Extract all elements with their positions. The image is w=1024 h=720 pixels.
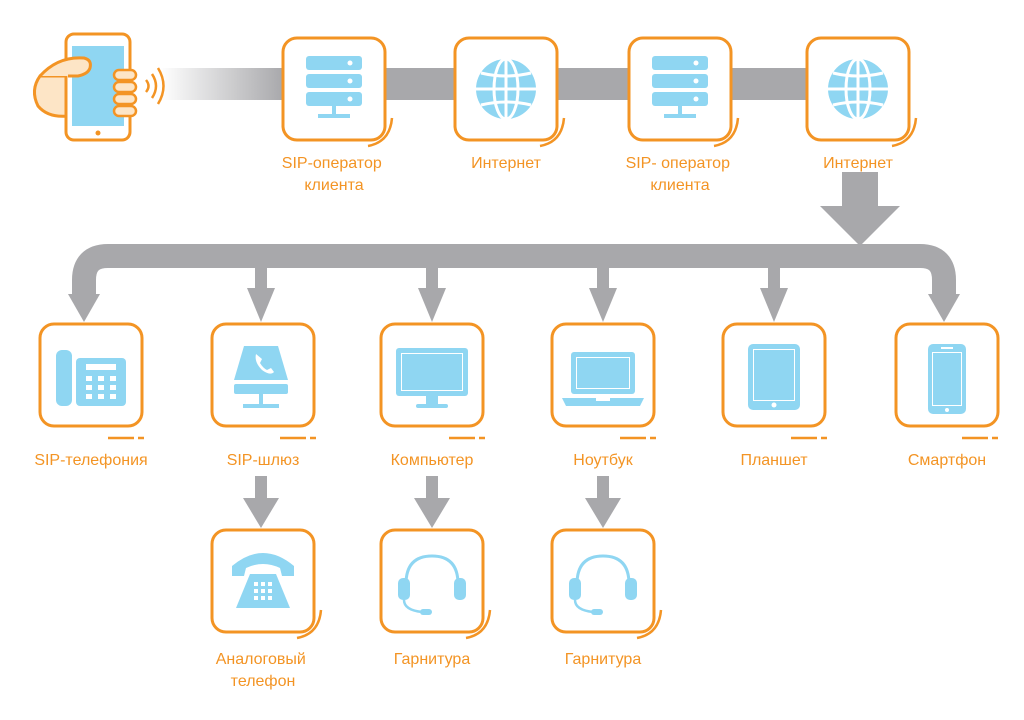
node-internet-2: Интернет [805, 36, 918, 172]
down-arrow [414, 476, 450, 528]
sub-device-label: Гарнитура [394, 651, 471, 668]
server-icon [652, 56, 708, 118]
down-arrow [585, 476, 621, 528]
main-down-arrow [820, 172, 900, 246]
distribution-bar [72, 244, 956, 298]
node-sip-operator-1: SIP-оператор клиента [281, 36, 394, 194]
sub-device-headset-1: Гарнитура [379, 528, 492, 668]
node-frame [550, 528, 656, 634]
device-label: Планшет [740, 452, 808, 469]
device-sip-gateway: SIP-шлюз [210, 322, 316, 469]
headset-icon [569, 554, 637, 615]
device-laptop: Ноутбук [550, 322, 656, 469]
globe-icon [476, 57, 536, 121]
headset-icon [398, 554, 466, 615]
sub-device-headset-2: Гарнитура [550, 528, 663, 668]
node-frame [281, 36, 387, 142]
node-internet-1: Интернет [453, 36, 566, 172]
hand-phone-icon [33, 32, 165, 142]
globe-icon [828, 57, 888, 121]
corner-accent [891, 117, 918, 148]
connector-bar [556, 68, 630, 100]
monitor-icon [396, 348, 468, 408]
sub-device-label: Аналоговый телефон [216, 651, 311, 690]
node-label: Интернет [823, 155, 893, 172]
corner-accent [367, 117, 394, 148]
server-icon [306, 56, 362, 118]
desk-phone-icon [56, 350, 126, 406]
down-arrow [247, 268, 275, 322]
laptop-icon [562, 352, 644, 406]
device-label: SIP-шлюз [227, 452, 300, 469]
down-arrow [760, 268, 788, 322]
node-label: SIP-оператор клиента [282, 155, 386, 194]
corner-accent [636, 609, 663, 640]
down-arrow [243, 476, 279, 528]
node-label: SIP- оператор клиента [626, 155, 735, 194]
corner-accent [713, 117, 740, 148]
sub-arrows [243, 476, 621, 528]
device-label: SIP-телефония [34, 452, 147, 469]
top-chain-connectors [160, 68, 808, 100]
down-arrow [418, 268, 446, 322]
connector-bar [730, 68, 808, 100]
gateway-icon [234, 346, 288, 408]
corner-accent [465, 609, 492, 640]
signal-fade-connector [160, 68, 284, 100]
corner-accent [296, 609, 323, 640]
tablet-icon [748, 344, 800, 410]
arrowhead [928, 294, 960, 322]
sub-device-label: Гарнитура [565, 651, 642, 668]
device-sip-telephony: SIP-телефония [34, 322, 148, 469]
down-arrow [589, 268, 617, 322]
device-label: Ноутбук [573, 452, 633, 469]
node-label: Интернет [471, 155, 541, 172]
device-smartphone: Смартфон [894, 322, 1000, 469]
device-tablet: Планшет [721, 322, 827, 469]
smartphone-icon [928, 344, 966, 414]
arrowhead [68, 294, 100, 322]
device-label: Смартфон [908, 452, 986, 469]
node-sip-operator-2: SIP- оператор клиента [626, 36, 740, 194]
sub-device-analog-phone: Аналоговый телефон [210, 528, 323, 690]
device-computer: Компьютер [379, 322, 485, 469]
rotary-phone-icon [232, 553, 294, 608]
corner-accent [539, 117, 566, 148]
node-frame [379, 528, 485, 634]
node-frame [627, 36, 733, 142]
device-label: Компьютер [391, 452, 474, 469]
distribution-arrows [68, 268, 960, 322]
connector-bar [384, 68, 456, 100]
